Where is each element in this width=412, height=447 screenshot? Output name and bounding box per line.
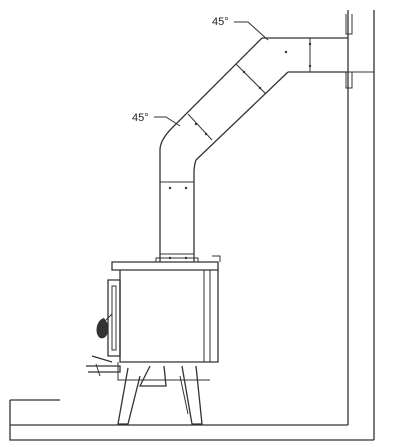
rivet xyxy=(204,132,208,136)
leader-line-upper xyxy=(234,21,269,41)
stove-collar xyxy=(155,257,199,262)
leader-line-lower xyxy=(154,116,181,127)
ash-lip-latch xyxy=(95,363,101,377)
stove-door xyxy=(107,279,121,357)
rivet xyxy=(308,42,312,46)
diagonal-pipe-joint-2 xyxy=(187,113,213,141)
diagonal-pipe-lower-edge xyxy=(195,71,289,161)
rivet xyxy=(258,86,262,90)
vertical-pipe xyxy=(159,150,195,262)
rivet xyxy=(308,64,312,68)
stove-leg-rear-inner xyxy=(179,375,189,415)
angle-annotation-lower: 45° xyxy=(132,112,181,127)
stove-side-panel xyxy=(203,270,211,362)
floor xyxy=(9,399,374,441)
rivet xyxy=(184,186,188,190)
lower-elbow xyxy=(159,127,197,173)
rivet xyxy=(242,70,246,74)
angle-annotation-upper: 45° xyxy=(212,16,269,41)
stove-door-frame xyxy=(111,285,117,351)
wall-outline xyxy=(347,10,375,440)
stove-body xyxy=(119,270,219,363)
rivet xyxy=(168,186,172,190)
rivet xyxy=(194,122,198,126)
stove-leg-rear xyxy=(181,365,203,425)
floor-outline xyxy=(9,399,374,441)
angle-label-lower: 45° xyxy=(132,112,149,124)
stove xyxy=(86,255,221,425)
ash-lip xyxy=(86,355,121,373)
wall-thimble xyxy=(345,71,374,89)
rivet xyxy=(284,50,288,54)
wall-top-collar xyxy=(345,14,353,35)
door-handle-knob xyxy=(96,318,109,339)
angle-label-upper: 45° xyxy=(212,16,229,28)
stove-base xyxy=(117,362,210,381)
stove-top-flange xyxy=(212,255,221,262)
wall xyxy=(345,10,375,440)
stove-leg-middle xyxy=(138,365,167,387)
stove-top xyxy=(111,261,219,271)
stove-leg-front xyxy=(117,367,141,425)
lower-elbow-left xyxy=(159,127,173,151)
diagonal-pipe xyxy=(171,37,289,161)
diagonal-pipe-joint-1 xyxy=(235,63,267,95)
lower-elbow-right xyxy=(193,159,197,173)
horizontal-pipe xyxy=(262,37,348,73)
diagonal-pipe-upper-edge xyxy=(171,37,263,129)
